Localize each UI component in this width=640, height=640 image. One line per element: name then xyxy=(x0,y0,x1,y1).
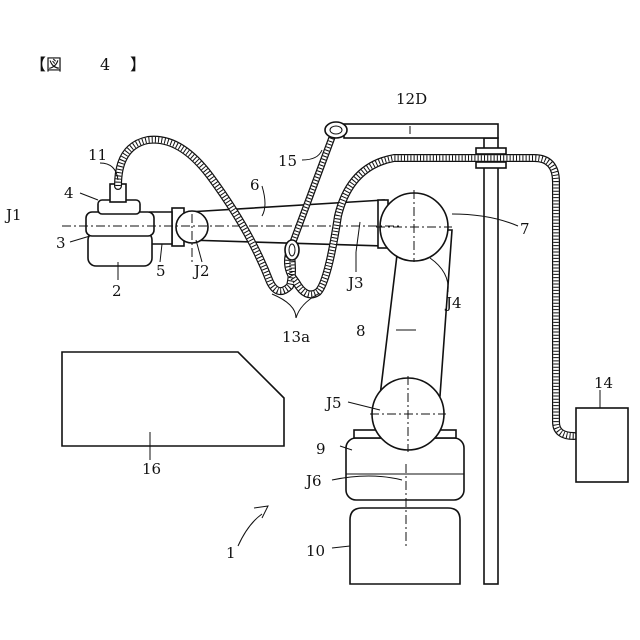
figure-title-close: 】 xyxy=(130,55,146,74)
robot-base xyxy=(350,508,460,584)
ring-bottom xyxy=(285,240,299,260)
label-6: 6 xyxy=(250,176,260,194)
end-effector xyxy=(86,184,172,266)
label-5: 5 xyxy=(156,262,166,280)
label-J5: J5 xyxy=(324,394,342,412)
label-10: 10 xyxy=(306,542,325,560)
label-8: 8 xyxy=(356,322,366,340)
label-J4: J4 xyxy=(444,294,462,312)
leader-15 xyxy=(302,150,322,160)
label-15: 15 xyxy=(278,152,297,170)
label-4: 4 xyxy=(64,184,74,202)
leader-J2 xyxy=(196,240,202,262)
post-clamp-top xyxy=(476,148,506,154)
label-J6: J6 xyxy=(304,472,322,490)
label-16: 16 xyxy=(142,460,161,478)
tool-body-3 xyxy=(86,212,154,236)
label-11: 11 xyxy=(88,146,107,164)
label-J3: J3 xyxy=(346,274,364,292)
label-7: 7 xyxy=(520,220,530,238)
post-clamp-bottom xyxy=(476,162,506,168)
support-post xyxy=(484,138,498,584)
figure-title-open: 【図 xyxy=(30,55,62,74)
figure-title: 【図 4 】 xyxy=(30,55,146,74)
label-J2: J2 xyxy=(192,262,210,280)
leader-10 xyxy=(332,546,350,548)
workpiece xyxy=(62,352,284,446)
leader-5 xyxy=(160,244,162,262)
leader-lines xyxy=(70,126,600,548)
label-12D: 12D xyxy=(396,90,427,108)
label-13a: 13a xyxy=(282,328,310,346)
label-2: 2 xyxy=(112,282,122,300)
leader-4 xyxy=(80,193,98,200)
label-J1: J1 xyxy=(4,206,22,224)
label-3: 3 xyxy=(56,234,66,252)
base-block xyxy=(350,508,460,584)
label-9: 9 xyxy=(316,440,326,458)
leader-1 xyxy=(238,514,262,546)
figure-title-number: 4 xyxy=(100,55,110,74)
arrow-1 xyxy=(254,506,268,518)
controller-box xyxy=(576,408,628,482)
support-beam xyxy=(344,124,498,138)
tool-body-2 xyxy=(88,232,152,266)
label-1: 1 xyxy=(226,544,236,562)
ring-top xyxy=(325,122,347,138)
upper-arm xyxy=(188,200,384,246)
leader-3 xyxy=(70,236,90,242)
label-14: 14 xyxy=(594,374,613,392)
